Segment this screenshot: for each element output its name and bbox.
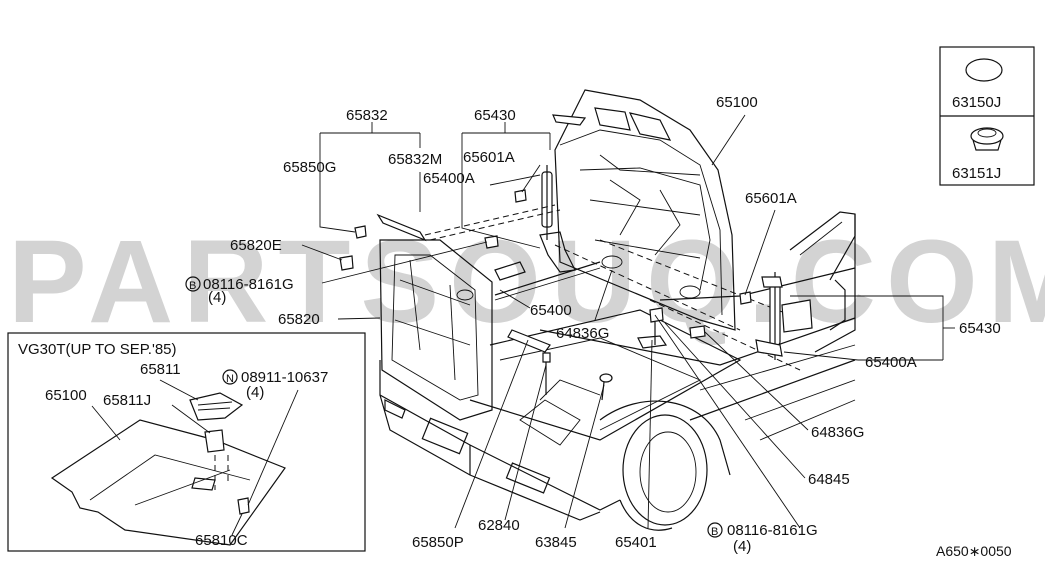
label-63845: 63845: [535, 534, 577, 551]
label-bolt-left: 08116-8161G: [203, 276, 294, 293]
label-65400: 65400: [530, 302, 572, 319]
label-65400a-right: 65400A: [865, 354, 917, 371]
label-65832m: 65832M: [388, 151, 442, 168]
hood-insulator-drawing: [379, 239, 493, 421]
label-65400a-left: 65400A: [423, 170, 475, 187]
label-65601a-left: 65601A: [463, 149, 515, 166]
watermark-text: PARTSOUQ.COM: [8, 216, 1045, 348]
inset-label-65811j: 65811J: [103, 392, 151, 409]
label-65601a-right: 65601A: [745, 190, 797, 207]
n-marker-icon: [222, 369, 238, 385]
label-65820e: 65820E: [230, 237, 282, 254]
diagram-code: A650∗0050: [936, 543, 1012, 559]
part-labels: 65832 65850G 65832M 65820E B 08116-8161G…: [18, 94, 1012, 559]
b-marker-right-icon: [707, 522, 723, 538]
hood-seal-drawing: [376, 114, 587, 242]
legend-label-63150j: 63150J: [952, 94, 1001, 111]
label-64836g-right: 64836G: [811, 424, 864, 441]
label-65430-top: 65430: [474, 107, 516, 124]
hood-panel-drawing: [554, 89, 736, 331]
label-65832: 65832: [346, 107, 388, 124]
label-64845: 64845: [808, 471, 850, 488]
label-bolt-left-qty: (4): [208, 289, 226, 306]
clip-drawing: [339, 189, 527, 271]
inset-label-bolt-qty: (4): [246, 384, 264, 401]
inset-title: VG30T(UP TO SEP.'85): [18, 341, 177, 358]
label-65850p: 65850P: [412, 534, 464, 551]
inset-label-bolt: 08911-10637: [241, 369, 328, 386]
plug-63150j-icon: [965, 58, 1003, 82]
inset-label-bolt-prefix: N: [226, 373, 234, 385]
label-64836g-mid: 64836G: [556, 325, 609, 342]
inset-panel: [7, 332, 366, 552]
label-bolt-left-prefix: B: [189, 280, 196, 292]
center-parts-drawing: [507, 329, 613, 401]
inset-label-65810c: 65810C: [195, 532, 248, 549]
b-marker-left-icon: [185, 276, 201, 292]
car-body-drawing: [379, 211, 856, 531]
label-65820: 65820: [278, 311, 320, 328]
leader-lines: [301, 114, 955, 529]
grommet-63151j-icon: [970, 127, 1004, 151]
legend-box: [939, 46, 1035, 186]
label-bolt-right-prefix: B: [711, 526, 718, 538]
label-65100: 65100: [716, 94, 758, 111]
label-65430-right: 65430: [959, 320, 1001, 337]
hood-stay-rod: [494, 261, 601, 296]
legend-label-63151j: 63151J: [952, 165, 1001, 182]
hood-hinge-left-drawing: [494, 165, 576, 281]
label-65850g: 65850G: [283, 159, 336, 176]
label-bolt-right: 08116-8161G: [727, 522, 818, 539]
label-62840: 62840: [478, 517, 520, 534]
inset-label-65811: 65811: [140, 361, 181, 378]
label-bolt-right-qty: (4): [733, 538, 751, 555]
label-65401: 65401: [615, 534, 657, 551]
hood-hinge-right-drawing: [637, 272, 813, 360]
inset-label-65100: 65100: [45, 387, 87, 404]
